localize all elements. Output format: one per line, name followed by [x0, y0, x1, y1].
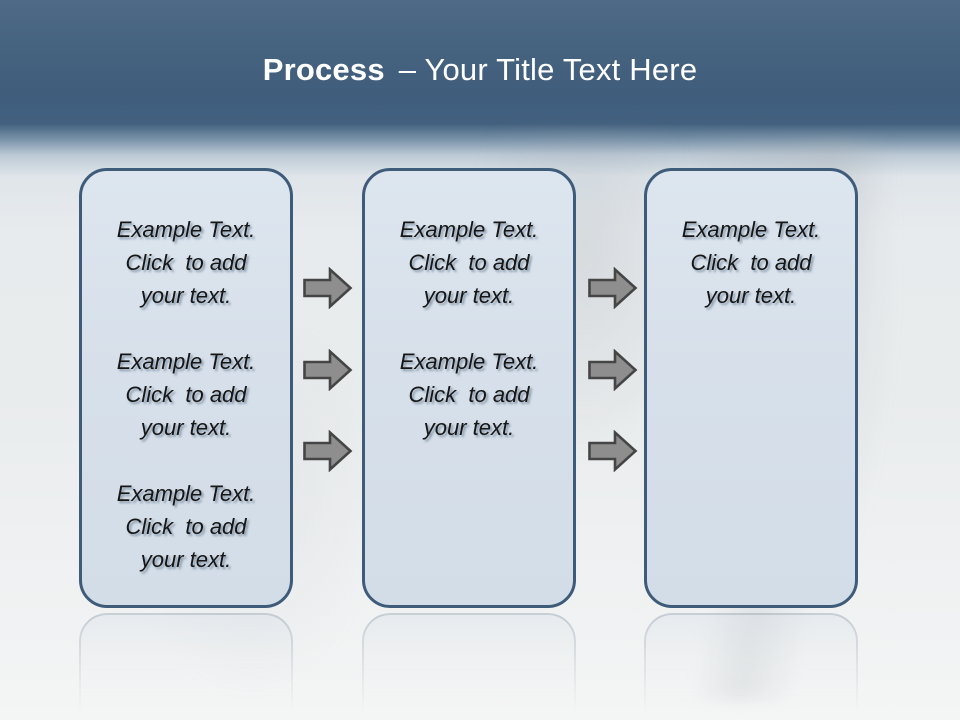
title-keyword: Process [262, 52, 385, 87]
arrow-right-icon[interactable] [303, 430, 353, 472]
title-bar: Process – Your Title Text Here [0, 0, 960, 125]
placeholder-text[interactable]: Example Text. Click to add your text. [116, 481, 256, 572]
slide-title[interactable]: Process – Your Title Text Here [0, 52, 960, 88]
placeholder-text[interactable]: Example Text. Click to add your text. [681, 217, 821, 308]
placeholder-text[interactable]: Example Text. Click to add your text. [116, 217, 256, 308]
placeholder-text[interactable]: Example Text. Click to add your text. [399, 217, 539, 308]
box-reflection [644, 613, 858, 720]
arrow-right-icon[interactable] [303, 349, 353, 391]
arrow-right-icon[interactable] [588, 430, 638, 472]
box-reflection [79, 613, 293, 720]
process-box-step-1[interactable]: Example Text. Click to add your text. Ex… [79, 168, 293, 608]
arrow-right-icon[interactable] [303, 267, 353, 309]
box-reflection [362, 613, 576, 720]
process-box-step-2[interactable]: Example Text. Click to add your text. Ex… [362, 168, 576, 608]
placeholder-text[interactable]: Example Text. Click to add your text. [116, 349, 256, 440]
title-subtitle-text: – Your Title Text Here [398, 52, 698, 87]
arrow-right-icon[interactable] [588, 349, 638, 391]
placeholder-text[interactable]: Example Text. Click to add your text. [399, 349, 539, 440]
arrow-right-icon[interactable] [588, 267, 638, 309]
process-box-step-3[interactable]: Example Text. Click to add your text. [644, 168, 858, 608]
